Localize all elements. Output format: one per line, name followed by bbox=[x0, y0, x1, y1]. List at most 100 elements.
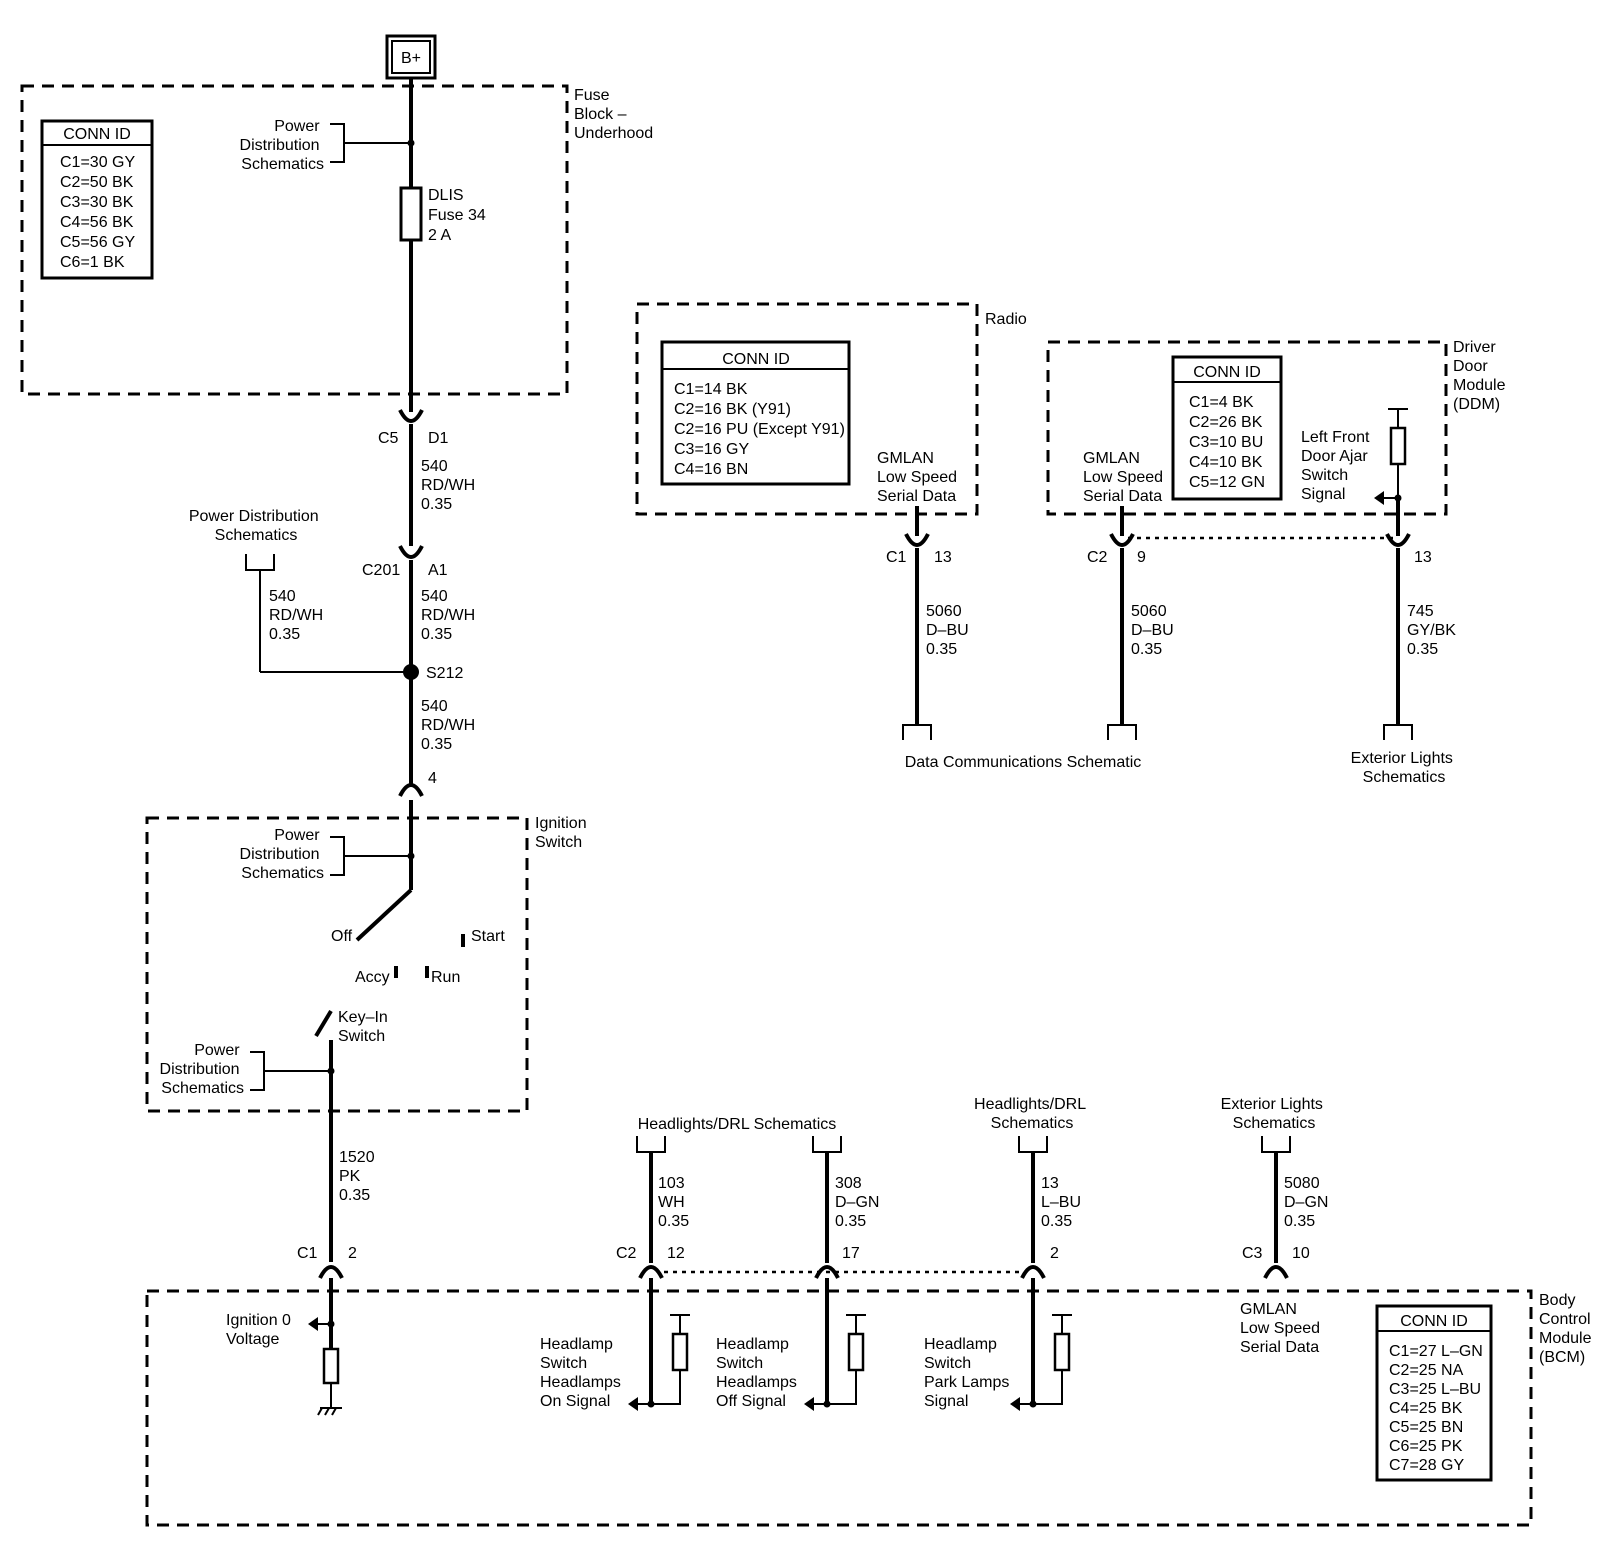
hs-park-pullup-resistor bbox=[1053, 1332, 1071, 1372]
hs-on-label: Headlamp Switch Headlamps On Signal bbox=[540, 1336, 625, 1410]
fuse-block-conn-id-table: CONN ID C1=30 GY C2=50 BK C3=30 BK C4=56… bbox=[40, 119, 154, 280]
bcm-c2-pin-2: 2 bbox=[1050, 1245, 1059, 1262]
bcm-connector-c2-pin-17 bbox=[814, 1265, 840, 1279]
radio-pin-13: 13 bbox=[934, 549, 952, 566]
svg-text:CONN ID: CONN ID bbox=[63, 126, 131, 143]
bcm-c1-label: C1 bbox=[297, 1245, 318, 1262]
door-ajar-pullup-resistor bbox=[1389, 426, 1407, 466]
fuse-block-power-dist-label: Power Distribution Schematics bbox=[240, 118, 324, 173]
bcm-conn-id-table: CONN ID C1=27 L–GN C2=25 NA C3=25 L–BU C… bbox=[1375, 1304, 1493, 1482]
bcm-c3-pin-10: 10 bbox=[1292, 1245, 1310, 1262]
ignition-power-dist-bottom: Power Distribution Schematics bbox=[160, 1042, 244, 1097]
bcm-c2-pin-17: 17 bbox=[842, 1245, 860, 1262]
connector-c201-a1 bbox=[398, 545, 424, 559]
ignition-switch-label: Ignition Switch bbox=[535, 815, 591, 851]
power-dist-left-label: Power Distribution Schematics bbox=[189, 508, 323, 544]
ddm-box bbox=[1046, 340, 1448, 516]
pin-4-label: 4 bbox=[428, 770, 437, 787]
bcm-connector-c2-pin-2 bbox=[1020, 1265, 1046, 1279]
ddm-conn-id-table: CONN ID C1=4 BK C2=26 BK C3=10 BU C4=10 … bbox=[1171, 355, 1283, 501]
exterior-lights-top-label: Exterior Lights Schematics bbox=[1351, 750, 1458, 786]
wire-540-b: 540 RD/WH 0.35 bbox=[421, 588, 480, 643]
svg-text:C2=16 PU (Except Y91): C2=16 PU (Except Y91) bbox=[674, 421, 845, 438]
run-label: Run bbox=[431, 969, 460, 986]
svg-text:CONN ID: CONN ID bbox=[722, 351, 790, 368]
ddm-connector-pin-13 bbox=[1385, 533, 1411, 547]
wire-5080: 5080 D–GN 0.35 bbox=[1284, 1175, 1333, 1230]
hs-on-pullup-resistor bbox=[671, 1332, 689, 1372]
c5-label: C5 bbox=[378, 430, 399, 447]
svg-text:C1=14 BK: C1=14 BK bbox=[674, 381, 748, 398]
radio-box bbox=[635, 302, 979, 516]
ddm-pin-9: 9 bbox=[1137, 549, 1146, 566]
svg-text:C2=25 NA: C2=25 NA bbox=[1389, 1362, 1464, 1379]
wire-1520: 1520 PK 0.35 bbox=[339, 1149, 379, 1204]
accy-label: Accy bbox=[355, 969, 390, 986]
wire-540-a: 540 RD/WH 0.35 bbox=[421, 458, 480, 513]
bcm-connector-c3-pin-10 bbox=[1263, 1265, 1289, 1279]
splice-s212 bbox=[403, 664, 419, 680]
svg-text:C5=12 GN: C5=12 GN bbox=[1189, 474, 1265, 491]
ddm-label: Driver Door Module (DDM) bbox=[1453, 339, 1510, 413]
hs-park-label: Headlamp Switch Park Lamps Signal bbox=[924, 1336, 1014, 1410]
radio-label: Radio bbox=[985, 311, 1027, 328]
svg-text:C3=16 GY: C3=16 GY bbox=[674, 441, 749, 458]
wire-540-d: 540 RD/WH 0.35 bbox=[421, 698, 480, 753]
ground-icon bbox=[317, 1407, 342, 1416]
ddm-gmlan-label: GMLAN Low Speed Serial Data bbox=[1083, 450, 1168, 505]
svg-text:C3=30 BK: C3=30 BK bbox=[60, 194, 134, 211]
ignition-pulldown-resistor bbox=[322, 1347, 340, 1385]
fuse-block-box bbox=[20, 84, 569, 396]
svg-text:C1=27 L–GN: C1=27 L–GN bbox=[1389, 1343, 1483, 1360]
bcm-c2-label: C2 bbox=[616, 1245, 637, 1262]
bcm-connector-c1-pin-2 bbox=[318, 1265, 344, 1279]
svg-text:C6=1 BK: C6=1 BK bbox=[60, 254, 125, 271]
svg-text:C4=10 BK: C4=10 BK bbox=[1189, 454, 1263, 471]
a1-label: A1 bbox=[428, 562, 448, 579]
svg-text:C6=25 PK: C6=25 PK bbox=[1389, 1438, 1463, 1455]
ignition-switch-blade bbox=[355, 888, 413, 942]
bcm-gmlan-label: GMLAN Low Speed Serial Data bbox=[1240, 1301, 1325, 1356]
svg-text:C3=10 BU: C3=10 BU bbox=[1189, 434, 1263, 451]
wire-308: 308 D–GN 0.35 bbox=[835, 1175, 884, 1230]
svg-text:CONN ID: CONN ID bbox=[1400, 1313, 1468, 1330]
svg-text:C4=56 BK: C4=56 BK bbox=[60, 214, 134, 231]
svg-text:C5=25 BN: C5=25 BN bbox=[1389, 1419, 1463, 1436]
wire-13: 13 L–BU 0.35 bbox=[1041, 1175, 1085, 1230]
s212-label: S212 bbox=[426, 665, 463, 682]
wire-103: 103 WH 0.35 bbox=[658, 1175, 689, 1230]
wire-540-c: 540 RD/WH 0.35 bbox=[269, 588, 328, 643]
ignition-power-dist-top: Power Distribution Schematics bbox=[240, 827, 324, 882]
radio-connector-c1 bbox=[904, 533, 930, 547]
wire-5060-ddm: 5060 D–BU 0.35 bbox=[1131, 603, 1178, 658]
bcm-c2-pin-12: 12 bbox=[667, 1245, 685, 1262]
svg-text:C1=30 GY: C1=30 GY bbox=[60, 154, 135, 171]
bcm-label: Body Control Module (BCM) bbox=[1539, 1292, 1596, 1366]
radio-conn-id-table: CONN ID C1=14 BK C2=16 BK (Y91) C2=16 PU… bbox=[660, 340, 851, 486]
radio-gmlan-label: GMLAN Low Speed Serial Data bbox=[877, 450, 962, 505]
key-in-switch-blade bbox=[314, 1009, 333, 1038]
data-communications-label: Data Communications Schematic bbox=[905, 754, 1142, 771]
svg-text:C2=16 BK (Y91): C2=16 BK (Y91) bbox=[674, 401, 791, 418]
ddm-c2-label: C2 bbox=[1087, 549, 1108, 566]
battery-terminal: B+ bbox=[385, 34, 437, 80]
svg-text:C4=25 BK: C4=25 BK bbox=[1389, 1400, 1463, 1417]
hs-off-pullup-resistor bbox=[847, 1332, 865, 1372]
start-label: Start bbox=[471, 928, 505, 945]
off-label: Off bbox=[331, 928, 353, 945]
connector-c5-d1 bbox=[398, 409, 424, 423]
hs-off-label: Headlamp Switch Headlamps Off Signal bbox=[716, 1336, 801, 1410]
battery-label: B+ bbox=[401, 50, 421, 67]
svg-text:C4=16 BN: C4=16 BN bbox=[674, 461, 748, 478]
d1-label: D1 bbox=[428, 430, 449, 447]
c201-label: C201 bbox=[362, 562, 400, 579]
door-ajar-label: Left Front Door Ajar Switch Signal bbox=[1301, 429, 1374, 503]
svg-text:C2=50 BK: C2=50 BK bbox=[60, 174, 134, 191]
connector-pin-4 bbox=[398, 783, 424, 797]
fuse-block-label: Fuse Block – Underhood bbox=[574, 87, 653, 142]
radio-c1-label: C1 bbox=[886, 549, 907, 566]
svg-text:CONN ID: CONN ID bbox=[1193, 364, 1261, 381]
bcm-connector-c2-pin-12 bbox=[638, 1265, 664, 1279]
bcm-c3-label: C3 bbox=[1242, 1245, 1263, 1262]
